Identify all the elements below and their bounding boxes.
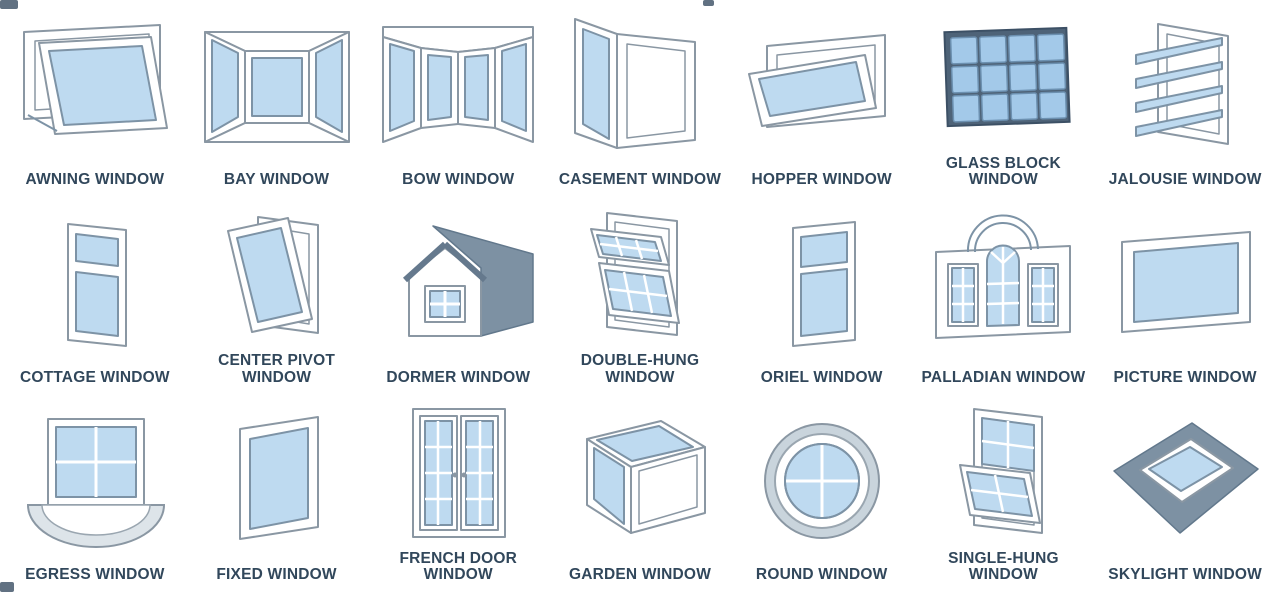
window-type-label: ORIEL WINDOW [760, 368, 883, 386]
awning-window-icon [4, 0, 186, 172]
window-type-label: DORMER WINDOW [386, 368, 531, 386]
window-type-cell-fixed: FIXED WINDOW [186, 395, 368, 593]
window-type-cell-french-door: FRENCH DOOR WINDOW [367, 395, 549, 593]
jalousie-window-icon [1094, 0, 1276, 172]
window-type-label: AWNING WINDOW [25, 171, 165, 189]
window-type-label: SINGLE-HUNG WINDOW [948, 549, 1059, 584]
window-type-label: ROUND WINDOW [755, 566, 888, 584]
edge-artifact-bottom-left [0, 582, 14, 592]
hopper-window-icon [731, 0, 913, 172]
window-type-cell-bay: BAY WINDOW [186, 0, 368, 198]
window-type-cell-oriel: ORIEL WINDOW [731, 198, 913, 396]
window-type-cell-awning: AWNING WINDOW [4, 0, 186, 198]
fixed-window-icon [186, 395, 368, 567]
bay-window-icon [186, 0, 368, 172]
window-type-label: COTTAGE WINDOW [19, 368, 170, 386]
round-window-icon [731, 395, 913, 567]
edge-artifact-top-right [703, 0, 714, 6]
oriel-window-icon [731, 198, 913, 370]
center-pivot-window-icon [186, 198, 368, 354]
window-type-cell-palladian: PALLADIAN WINDOW [913, 198, 1095, 396]
window-type-label: PALLADIAN WINDOW [921, 368, 1086, 386]
skylight-window-icon [1094, 395, 1276, 567]
dormer-window-icon [367, 198, 549, 370]
window-type-cell-casement: CASEMENT WINDOW [549, 0, 731, 198]
french-door-window-icon [367, 395, 549, 551]
window-type-cell-single-hung: SINGLE-HUNG WINDOW [913, 395, 1095, 593]
bow-window-icon [367, 0, 549, 172]
window-type-cell-round: ROUND WINDOW [731, 395, 913, 593]
window-type-cell-cottage: COTTAGE WINDOW [4, 198, 186, 396]
casement-window-icon [549, 0, 731, 172]
window-type-label: PICTURE WINDOW [1113, 368, 1257, 386]
window-type-label: GLASS BLOCK WINDOW [945, 154, 1061, 189]
cottage-window-icon [4, 198, 186, 370]
window-type-cell-double-hung: DOUBLE-HUNG WINDOW [549, 198, 731, 396]
window-type-label: EGRESS WINDOW [25, 566, 165, 584]
egress-window-icon [4, 395, 186, 567]
picture-window-icon [1094, 198, 1276, 370]
window-type-label: HOPPER WINDOW [751, 171, 892, 189]
garden-window-icon [549, 395, 731, 567]
window-type-cell-picture: PICTURE WINDOW [1094, 198, 1276, 396]
window-type-cell-hopper: HOPPER WINDOW [731, 0, 913, 198]
window-type-label: FIXED WINDOW [216, 566, 337, 584]
single-hung-window-icon [913, 395, 1095, 551]
window-type-label: DOUBLE-HUNG WINDOW [580, 352, 700, 386]
window-type-label: CENTER PIVOT WINDOW [218, 352, 336, 386]
palladian-window-icon [913, 198, 1095, 370]
window-type-label: BOW WINDOW [402, 171, 515, 189]
window-type-label: GARDEN WINDOW [568, 566, 712, 584]
window-type-label: CASEMENT WINDOW [558, 171, 722, 189]
window-type-label: JALOUSIE WINDOW [1108, 171, 1262, 189]
window-type-cell-bow: BOW WINDOW [367, 0, 549, 198]
window-type-cell-garden: GARDEN WINDOW [549, 395, 731, 593]
window-type-cell-egress: EGRESS WINDOW [4, 395, 186, 593]
window-type-label: BAY WINDOW [223, 171, 330, 189]
window-type-cell-dormer: DORMER WINDOW [367, 198, 549, 396]
edge-artifact-top-left [0, 0, 18, 9]
window-type-cell-glass-block: GLASS BLOCK WINDOW [913, 0, 1095, 198]
window-type-label: FRENCH DOOR WINDOW [399, 549, 518, 584]
double-hung-window-icon [549, 198, 731, 354]
glass-block-window-icon [913, 0, 1095, 156]
window-type-cell-jalousie: JALOUSIE WINDOW [1094, 0, 1276, 198]
window-type-cell-center-pivot: CENTER PIVOT WINDOW [186, 198, 368, 396]
window-type-label: SKYLIGHT WINDOW [1108, 566, 1262, 584]
window-type-cell-skylight: SKYLIGHT WINDOW [1094, 395, 1276, 593]
